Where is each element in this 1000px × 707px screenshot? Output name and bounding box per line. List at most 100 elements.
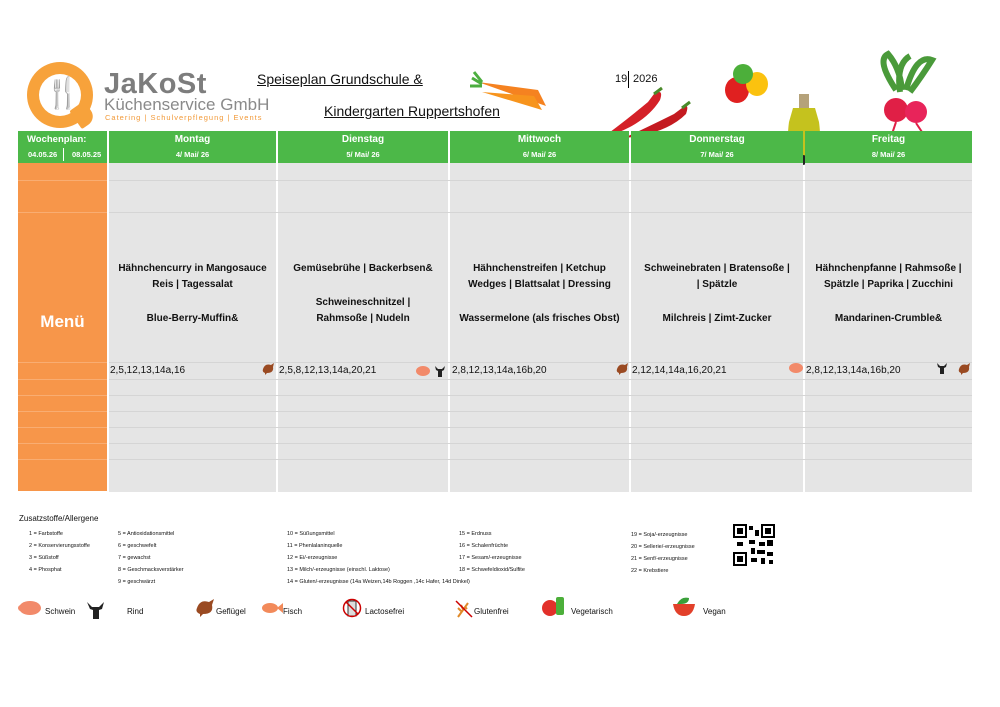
day-name: Freitag	[871, 134, 906, 145]
menu-line: Schweinebraten | Bratensoße |	[644, 263, 790, 274]
day-name: Dienstag	[341, 134, 385, 145]
pig-icon	[789, 363, 803, 373]
day-date: 4/ Mai/ 26	[175, 150, 210, 159]
chicken-icon	[196, 599, 214, 617]
page-title-line1: Speiseplan Grundschule &	[257, 71, 423, 87]
menu-line: Gemüsebrühe | Backerbsen&	[293, 263, 433, 274]
legend-item: 7 = gewachst	[118, 555, 151, 561]
menu-line: Hähnchencurry in Mangosauce	[118, 263, 267, 274]
pig-icon	[18, 601, 41, 615]
legend-item: 11 = Phenlalaninquelle	[287, 543, 343, 549]
week-number: 19	[615, 73, 628, 85]
radish-icon	[880, 50, 937, 134]
menu-line: Spätzle | Paprika | Zucchini	[824, 279, 953, 290]
legend-item: 15 = Erdnuss	[459, 531, 492, 537]
legend-fisch: Fisch	[283, 607, 303, 616]
legend-col2: 5 = Antioxidationsmittel 6 = geschwefelt…	[118, 528, 184, 588]
menu-line: Wedges | Blattsalat | Dressing	[468, 279, 611, 290]
week-plan-header: Wochenplan: 04.05.26 08.05.25	[18, 131, 107, 163]
pepper-icon	[725, 64, 768, 103]
menu-line: Hähnchenstreifen | Ketchup	[473, 263, 606, 274]
day-name: Montag	[174, 134, 211, 145]
grid-line	[109, 395, 972, 396]
grid-line	[109, 411, 972, 412]
day-column-monday	[109, 163, 276, 492]
legend-item: 4 = Phosphat	[29, 567, 62, 573]
gluten-free-icon	[455, 600, 473, 618]
menu-tuesday: Gemüsebrühe | Backerbsen& Schweineschnit…	[278, 261, 448, 327]
week-plan-from: 04.05.26	[28, 150, 58, 159]
logo-name: JaKoSt	[104, 68, 207, 100]
legend-item: 22 = Krebstiere	[631, 568, 669, 574]
day-header-tuesday: Dienstag 5/ Mai/ 26	[278, 131, 448, 163]
chicken-icon	[958, 363, 970, 375]
cow-icon	[937, 363, 947, 374]
legend-item: 19 = Soja/-erzeugnisse	[631, 532, 688, 538]
year: 2026	[633, 73, 658, 85]
legend-gefluegel: Geflügel	[216, 607, 246, 616]
legend-item: 21 = Senf/-erzeugnisse	[631, 556, 688, 562]
menu-label: Menü	[40, 312, 85, 331]
menu-line: Milchreis | Zimt-Zucker	[662, 313, 772, 324]
grid-line	[18, 459, 107, 460]
legend-item: 3 = Süßstoff	[29, 555, 59, 561]
day-name: Donnerstag	[689, 134, 745, 145]
legend-col3: 10 = Süßungsmittel 11 = Phenlalaninquell…	[287, 528, 470, 588]
legend-col4: 15 = Erdnuss 16 = Schalenfrüchte 17 = Se…	[459, 528, 525, 576]
grid-line	[18, 212, 107, 213]
day-column-wednesday	[450, 163, 629, 492]
menu-line: Blue-Berry-Muffin&	[146, 313, 239, 324]
legend-item: 5 = Antioxidationsmittel	[118, 531, 175, 537]
menu-line: Hähnchenpfanne | Rahmsoße |	[815, 263, 962, 274]
page-title-line2: Kindergarten Ruppertshofen	[324, 103, 500, 119]
menu-line: Schweineschnitzel |	[315, 297, 411, 308]
day-header-monday: Montag 4/ Mai/ 26	[109, 131, 276, 163]
legend-item: 8 = Geschmacksverstärker	[118, 567, 184, 573]
allergens-monday: 2,5,12,13,14a,16	[110, 365, 186, 376]
legend-schwein: Schwein	[45, 607, 76, 616]
legend-item: 14 = Gluten/-erzeugnisse (14a Weizen,14b…	[287, 579, 470, 585]
week-plan-label: Wochenplan:	[27, 134, 87, 145]
grid-line	[18, 427, 107, 428]
cow-icon	[87, 602, 104, 619]
grid-line	[18, 362, 107, 363]
week-separator	[628, 71, 629, 88]
grid-line	[18, 443, 107, 444]
legend-vegetarisch: Vegetarisch	[571, 607, 613, 616]
legend-title: Zusatzstoffe/Allergene	[19, 514, 99, 523]
grid-line	[109, 443, 972, 444]
menu-wednesday: Hähnchenstreifen | Ketchup Wedges | Blat…	[450, 261, 629, 327]
day-header-wednesday: Mittwoch 6/ Mai/ 26	[450, 131, 629, 163]
legend-lactosefrei: Lactosefrei	[365, 607, 405, 616]
legend-item: 9 = geschwärzt	[118, 579, 156, 585]
cow-icon	[435, 366, 445, 377]
day-column-thursday	[631, 163, 803, 492]
day-name: Mittwoch	[517, 134, 562, 145]
day-header-thursday: Donnerstag 7/ Mai/ 26	[631, 131, 803, 163]
vegan-icon	[673, 597, 695, 616]
grid-line	[18, 411, 107, 412]
grid-line	[18, 180, 107, 181]
lactose-free-icon	[342, 598, 362, 618]
menu-line: | Spätzle	[696, 279, 738, 290]
week-plan-to: 08.05.25	[72, 150, 102, 159]
grid-line	[109, 212, 972, 213]
grid-line	[109, 427, 972, 428]
cutlery-icon: 🍴	[44, 76, 82, 111]
fish-icon	[262, 603, 283, 613]
menu-thursday: Schweinebraten | Bratensoße | | Spätzle …	[631, 261, 803, 327]
legend-item: 16 = Schalenfrüchte	[459, 543, 509, 549]
legend-glutenfrei: Glutenfrei	[474, 607, 509, 616]
logo-tagline: Catering | Schulverpflegung | Events	[105, 113, 263, 122]
legend-item: 18 = Schwefeldioxid/Sulfite	[459, 567, 525, 573]
legend-vegan: Vegan	[703, 607, 726, 616]
grid-line	[109, 379, 972, 380]
legend-item: 2 = Konservierungsstoffe	[29, 543, 90, 549]
grid-line	[18, 395, 107, 396]
vegetarian-icon	[542, 597, 564, 616]
logo-subtitle: Küchenservice GmbH	[104, 95, 270, 114]
grid-line	[109, 459, 972, 460]
week-plan-separator	[63, 148, 64, 161]
grid-line	[109, 362, 972, 363]
day-header-friday: Freitag 8/ Mai/ 26	[805, 131, 972, 163]
